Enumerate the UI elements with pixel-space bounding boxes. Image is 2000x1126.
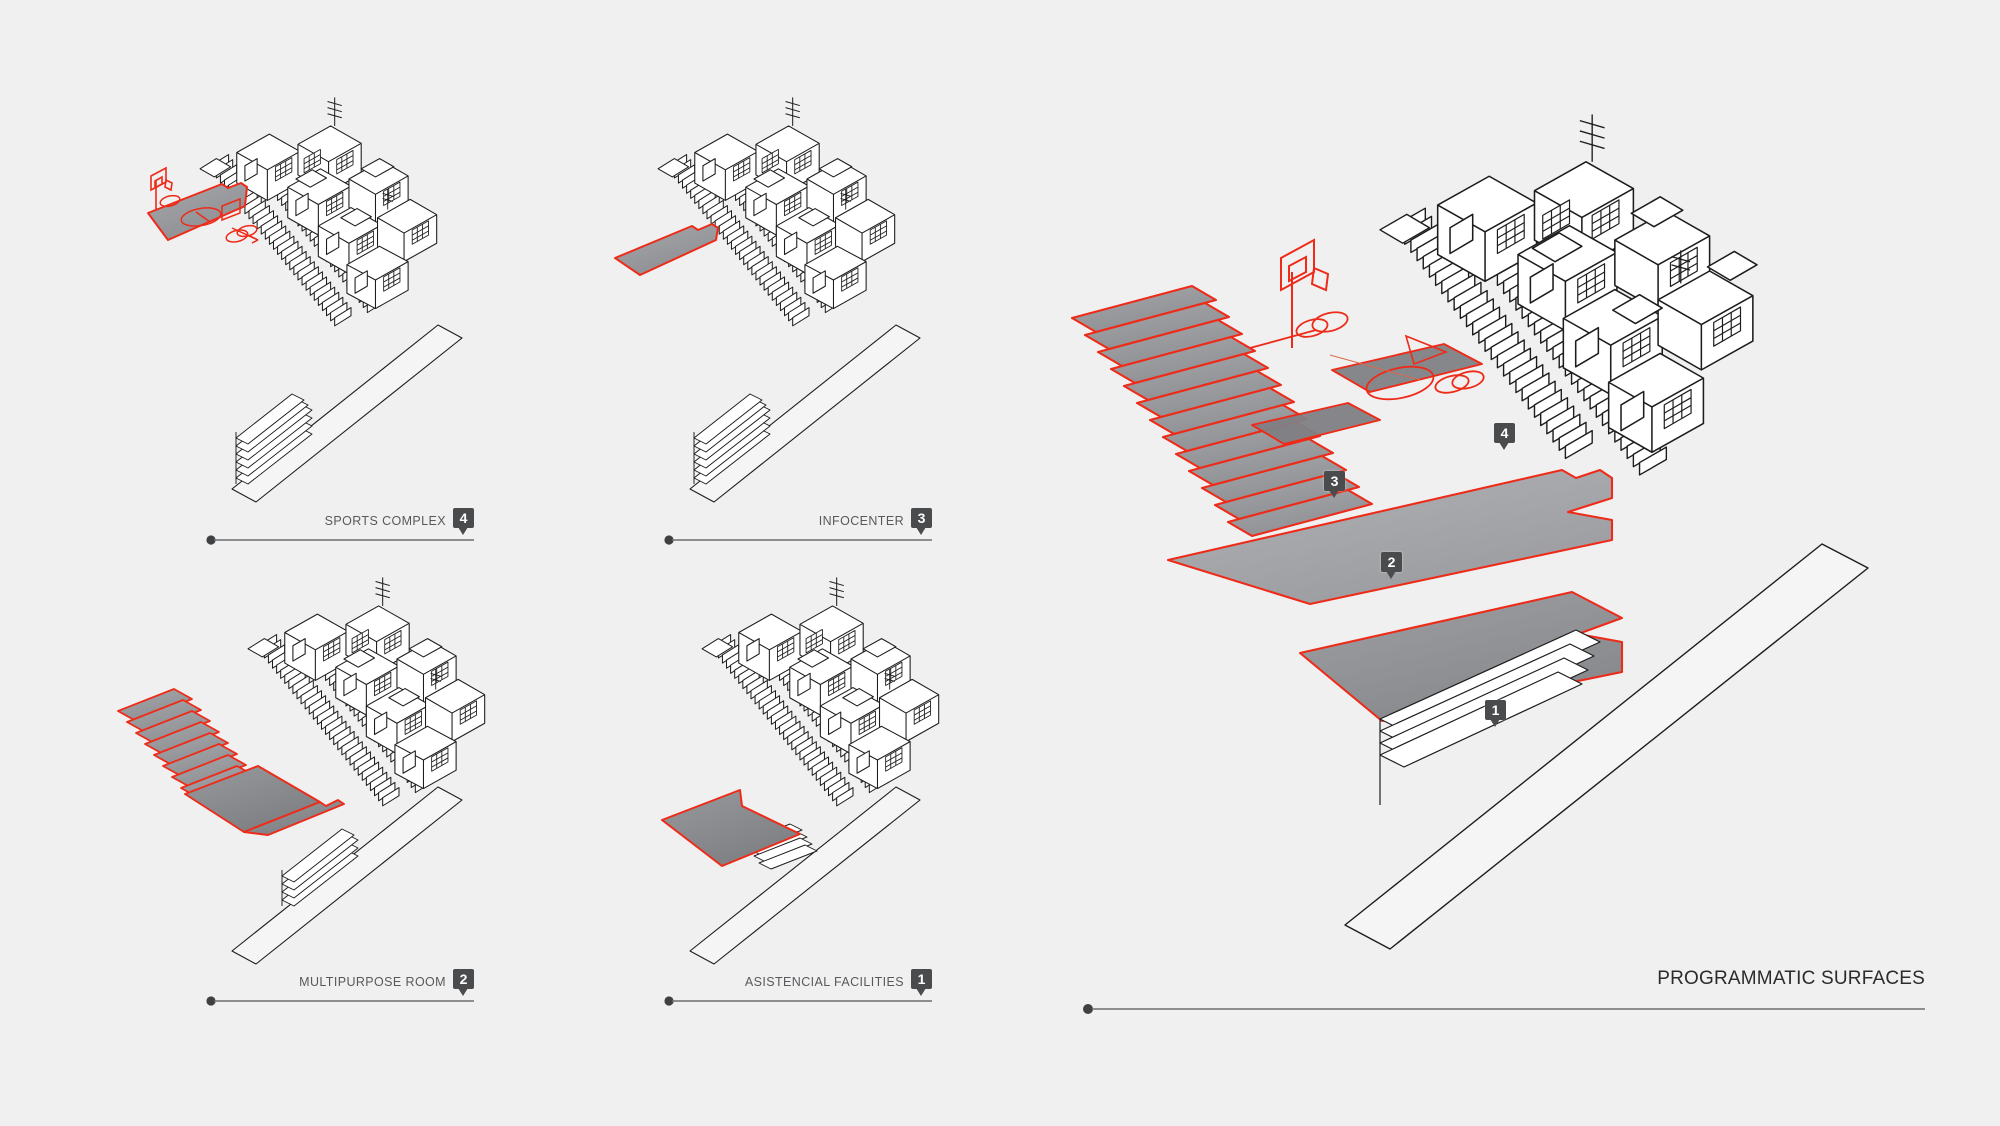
street-stairs	[235, 393, 313, 485]
sports-court-surface	[147, 182, 248, 241]
map-pin-2[interactable]: 2	[1381, 552, 1402, 579]
street-band	[689, 786, 921, 965]
plaza-surface	[184, 765, 345, 836]
amphitheatre-terraces	[1070, 284, 1374, 538]
caption-pin-2-tip	[458, 987, 468, 996]
building-cluster	[1379, 113, 1758, 476]
street-band	[231, 324, 463, 503]
street-stairs	[1379, 629, 1601, 805]
caption-pin-1-number: 1	[911, 968, 932, 989]
caption-pin-3-number: 3	[911, 507, 932, 528]
surface-multipurpose-room	[1166, 468, 1614, 606]
basketball-hoop-icon	[150, 166, 173, 210]
map-pin-4-number: 4	[1494, 423, 1515, 443]
map-pin-3-number: 3	[1324, 471, 1345, 491]
map-pin-1-tip	[1490, 719, 1500, 727]
panel-multipurpose-room-graphic	[117, 576, 486, 1006]
map-pin-2-tip	[1386, 571, 1396, 579]
caption-asistencial-facilities: ASISTENCIAL FACILITIES 1	[702, 968, 932, 996]
facilities-surface	[661, 789, 801, 867]
panel-rule	[206, 996, 474, 1006]
caption-infocenter: INFOCENTER 3	[732, 507, 932, 535]
map-pin-4[interactable]: 4	[1494, 423, 1515, 450]
main-rule	[1083, 1004, 1925, 1014]
map-pin-4-tip	[1499, 442, 1509, 450]
building-cluster	[247, 576, 486, 807]
map-pin-1-number: 1	[1485, 700, 1506, 720]
surface-infocenter	[1251, 402, 1381, 445]
map-pin-1[interactable]: 1	[1485, 700, 1506, 727]
caption-pin-1-tip	[916, 987, 926, 996]
caption-pin-4-tip	[458, 526, 468, 535]
caption-asistencial-facilities-label: ASISTENCIAL FACILITIES	[744, 975, 904, 989]
street-stairs	[693, 393, 771, 485]
building-cluster	[657, 96, 896, 327]
caption-pin-2[interactable]: 2	[453, 968, 474, 996]
caption-pin-2-number: 2	[453, 968, 474, 989]
map-pin-2-number: 2	[1381, 552, 1402, 572]
map-pin-3[interactable]: 3	[1324, 471, 1345, 498]
court-markings	[1249, 311, 1485, 401]
caption-sports-complex: SPORTS COMPLEX 4	[274, 507, 474, 535]
caption-pin-3-tip	[916, 526, 926, 535]
panel-programmatic-surfaces-graphic	[1070, 113, 1925, 1014]
caption-sports-complex-label: SPORTS COMPLEX	[324, 514, 446, 528]
panel-infocenter-graphic	[614, 96, 932, 545]
basketball-hoop-icon	[1280, 238, 1330, 348]
caption-pin-1[interactable]: 1	[911, 968, 932, 996]
street-band	[689, 324, 921, 503]
panel-rule	[664, 996, 932, 1006]
caption-pin-4[interactable]: 4	[453, 507, 474, 535]
caption-pin-3[interactable]: 3	[911, 507, 932, 535]
street-band	[231, 786, 463, 965]
caption-multipurpose-room-label: MULTIPURPOSE ROOM	[299, 975, 446, 989]
caption-pin-4-number: 4	[453, 507, 474, 528]
panel-sports-complex-graphic	[147, 96, 474, 545]
panel-rule	[664, 535, 932, 545]
surface-sports-complex	[1331, 343, 1483, 393]
street-band	[1344, 543, 1869, 950]
building-cluster	[701, 576, 940, 807]
caption-programmatic-surfaces: PROGRAMMATIC SURFACES	[1525, 968, 1925, 989]
caption-programmatic-surfaces-label: PROGRAMMATIC SURFACES	[1657, 968, 1925, 989]
court-markings	[159, 194, 259, 244]
building-cluster	[199, 96, 438, 327]
panel-rule	[206, 535, 474, 545]
street-stairs	[281, 828, 359, 907]
infocenter-surface	[614, 223, 719, 276]
caption-multipurpose-room: MULTIPURPOSE ROOM 2	[254, 968, 474, 996]
caption-infocenter-label: INFOCENTER	[818, 514, 904, 528]
map-pin-3-tip	[1329, 490, 1339, 498]
panel-asistencial-facilities-graphic	[661, 576, 940, 1006]
